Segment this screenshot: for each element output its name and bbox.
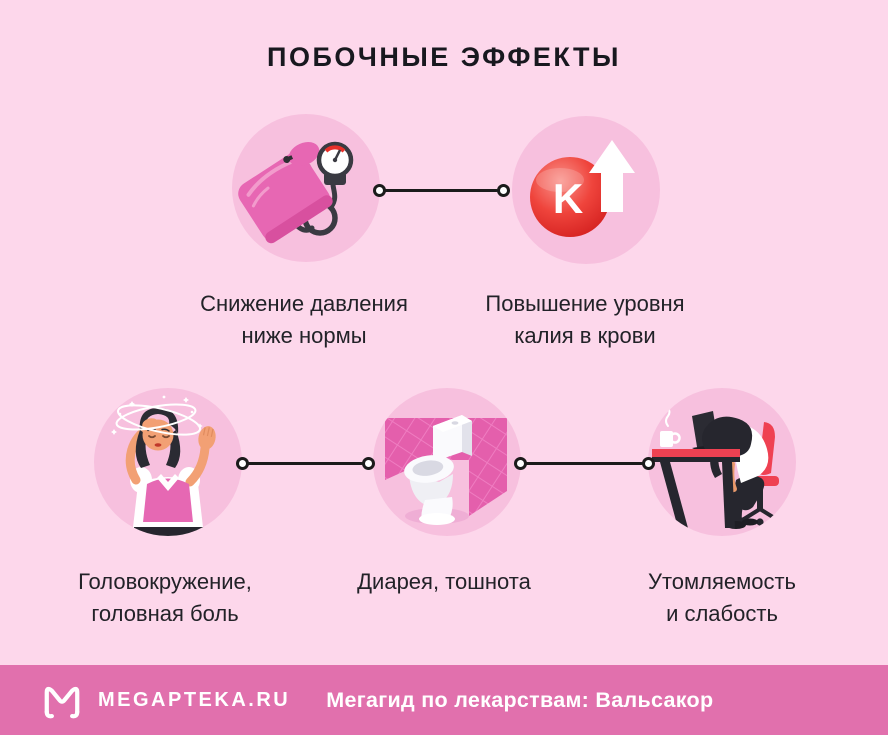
effect-caption-dizziness: Головокружение, головная боль	[78, 569, 252, 626]
page-title: ПОБОЧНЫЕ ЭФФЕКТЫ	[267, 42, 621, 72]
dizzy-woman-icon	[111, 395, 216, 536]
connector-node	[642, 457, 655, 470]
connector-line	[384, 189, 498, 192]
megapteka-logo-icon	[44, 686, 80, 719]
footer-bar: MEGAPTEKA.RU Мегагид по лекарствам: Валь…	[0, 665, 888, 735]
connector-line	[247, 462, 363, 465]
effect-bubble-fatigue	[648, 388, 796, 536]
potassium-symbol: K	[553, 175, 583, 222]
brand-name: MEGAPTEKA.RU	[98, 688, 291, 711]
effect-bubble-low-pressure	[232, 114, 380, 262]
effect-bubble-diarrhea	[373, 388, 521, 536]
up-arrow-icon	[589, 140, 635, 212]
effect-caption-fatigue: Утомляемость и слабость	[647, 569, 797, 626]
connector-node	[514, 457, 527, 470]
footer-tagline: Мегагид по лекарствам: Вальсакор	[326, 687, 714, 712]
connector-line	[525, 462, 643, 465]
blood-pressure-monitor-icon	[238, 141, 354, 244]
effect-caption-low-pressure: Снижение давления ниже нормы	[200, 291, 408, 348]
connector-node	[362, 457, 375, 470]
tired-worker-icon	[652, 407, 781, 529]
effect-bubble-high-potassium: K	[512, 116, 660, 264]
connector-node	[373, 184, 386, 197]
effect-bubble-dizziness	[94, 388, 242, 536]
effect-caption-diarrhea: Диарея, тошнота	[357, 569, 531, 594]
connector-node	[497, 184, 510, 197]
potassium-up-icon: K	[530, 140, 635, 237]
dizzy-stars	[111, 395, 203, 435]
toilet-icon	[385, 415, 507, 525]
connector-node	[236, 457, 249, 470]
effect-caption-high-potassium: Повышение уровня калия в крови	[485, 291, 685, 348]
